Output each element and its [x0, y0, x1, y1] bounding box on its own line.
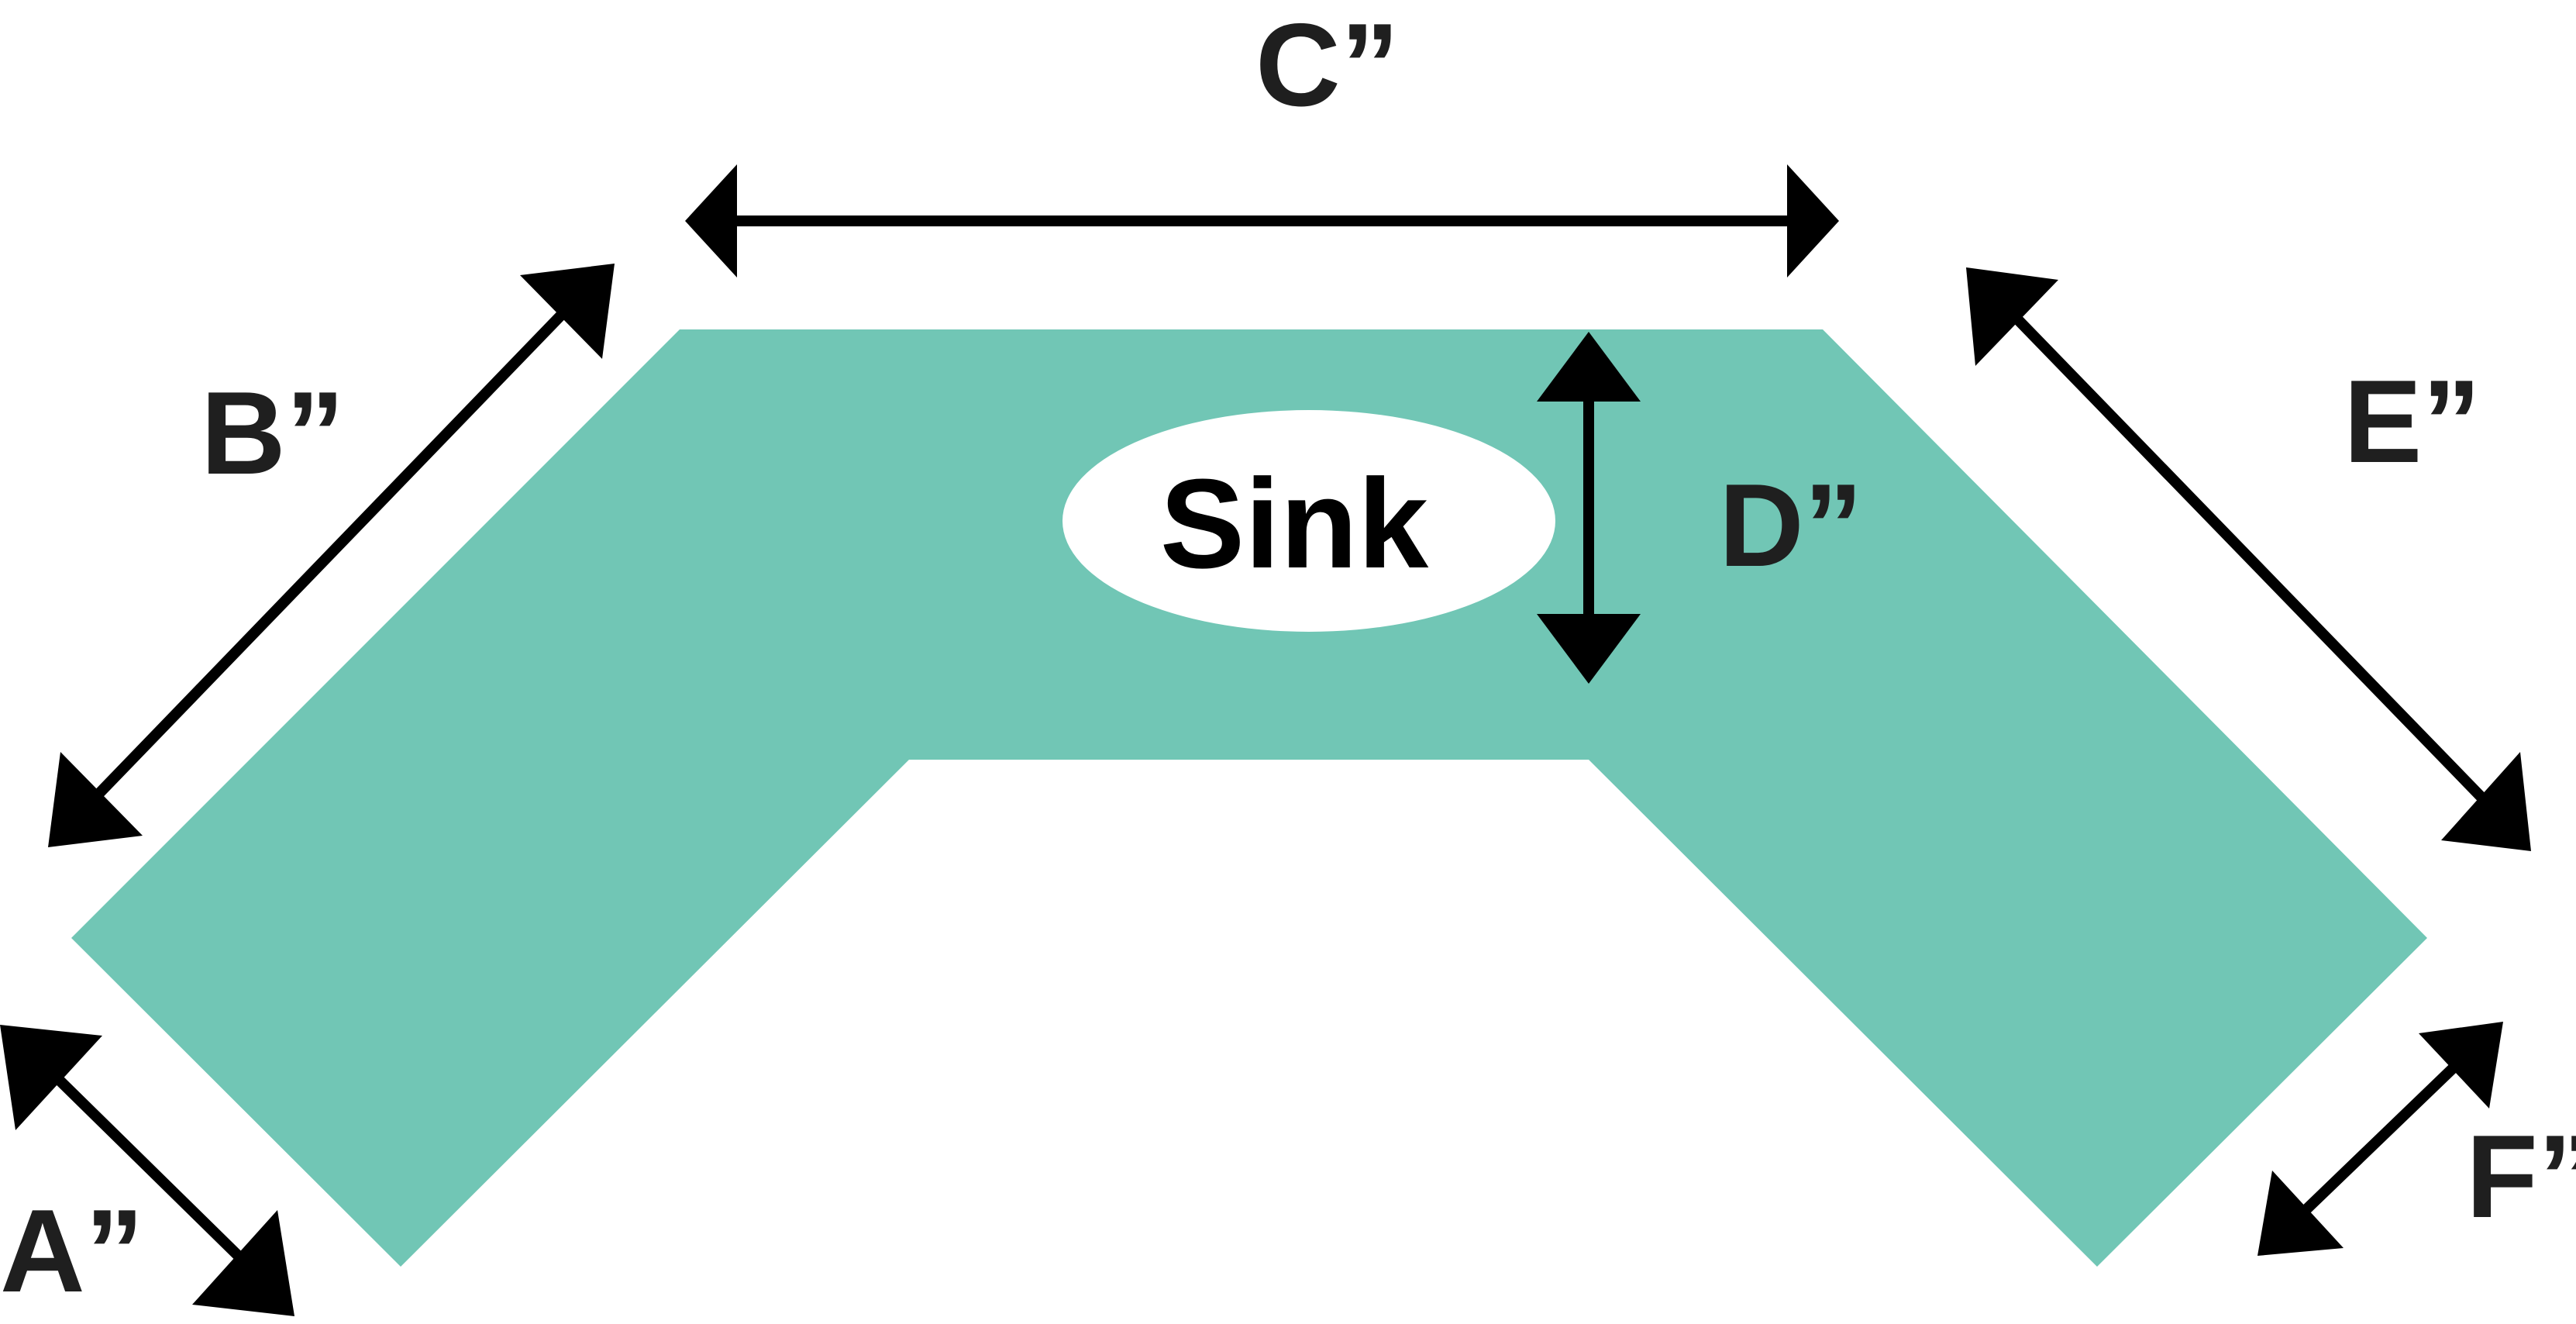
dimension-f-arrowhead-end — [2419, 1022, 2503, 1109]
dimension-f-line — [2299, 1048, 2473, 1217]
dimension-b-line — [82, 297, 580, 810]
dimension-c-label: C” — [1255, 0, 1400, 131]
dimension-e-arrowhead-start — [1966, 267, 2058, 366]
dimension-b-label: B” — [201, 367, 345, 499]
countertop-shape — [71, 329, 2427, 1267]
sink: Sink — [1062, 410, 1555, 632]
dimension-f-arrowhead-start — [2257, 1171, 2344, 1256]
dimension-e-arrowhead-end — [2441, 752, 2531, 851]
dimension-b: B” — [48, 264, 615, 847]
dimension-e: E” — [1966, 267, 2531, 851]
dimension-e-line — [2000, 302, 2499, 814]
dimension-d: D” — [1537, 332, 1863, 684]
dimension-e-label: E” — [2344, 356, 2481, 488]
dimension-a-arrowhead-start — [0, 1025, 102, 1130]
dimension-b-arrowhead-end — [520, 264, 615, 359]
dimension-a-arrowhead-end — [192, 1210, 294, 1316]
dimension-d-label: D” — [1719, 460, 1863, 591]
dimension-c-arrowhead-start — [685, 164, 737, 278]
sink-label: Sink — [1160, 453, 1429, 595]
dimension-c-arrowhead-end — [1787, 164, 1839, 278]
dimension-b-arrowhead-start — [48, 752, 143, 847]
sink-basin — [1062, 410, 1555, 632]
dimension-f-label: F” — [2466, 1111, 2576, 1243]
dimension-f: F” — [2257, 1022, 2576, 1256]
dimension-d-arrowhead-bottom — [1537, 614, 1641, 684]
dimension-a: A” — [0, 1025, 294, 1317]
dimension-a-line — [50, 1071, 267, 1284]
dimension-d-arrowhead-top — [1537, 332, 1641, 402]
dimension-a-label: A” — [0, 1185, 144, 1317]
dimension-c: C” — [685, 0, 1839, 278]
